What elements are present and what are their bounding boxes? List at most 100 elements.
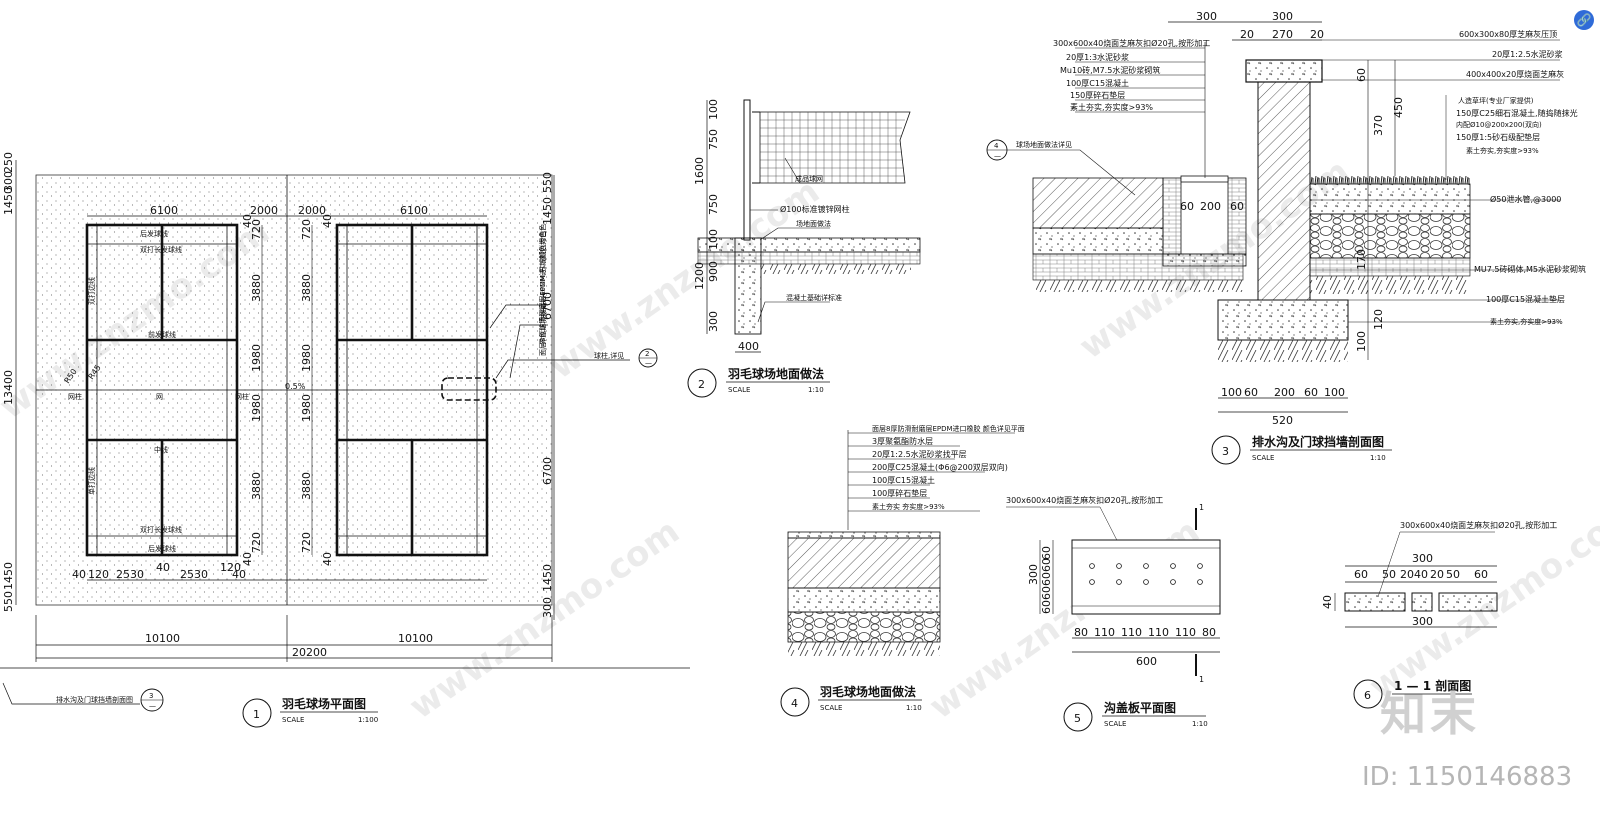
- artificial-turf: [1310, 176, 1470, 184]
- asset-id-label: ID: 1150146883: [1362, 762, 1573, 792]
- watermark-text: www.znzmo.com: [542, 171, 827, 387]
- share-button[interactable]: 🔗: [1574, 10, 1594, 30]
- plan-bottom-dims: 40 120 2530 40 2530 120 40 10100 10100 2…: [35, 561, 553, 662]
- court-label: 网柱: [68, 392, 82, 401]
- court-label: 前发球线: [148, 330, 176, 339]
- dim-label: 1600: [693, 157, 706, 185]
- detail-ref-number: 3: [149, 692, 153, 700]
- scale-label: SCALE: [728, 386, 750, 394]
- note-text: 面层8厚防滑耐磨层EPDM进口橡胶 颜色详见平面: [872, 424, 1025, 433]
- concrete-layer: [1032, 227, 1164, 255]
- soil-layer: [1310, 276, 1470, 294]
- callout-leader: [2, 682, 140, 705]
- title-circle: [780, 687, 810, 717]
- dim-label: 60: [1040, 546, 1053, 560]
- dim-label: 80: [1202, 626, 1216, 639]
- plan-top-dims: 6100 2000 2000 6100: [87, 204, 487, 217]
- title-number: 4: [791, 697, 798, 710]
- detail-3-drain-wall: 300 300 20 270 20 300x600x40烧面芝麻灰扣Ø20孔,按…: [986, 10, 1586, 465]
- detail-ref-number: 2: [645, 350, 649, 358]
- dim-label: 60: [1230, 200, 1244, 213]
- note-text: 400x400x20厚烧面芝麻灰: [1466, 69, 1564, 79]
- note-text: 界色球场线宽为40MM,界线颜色为白色: [538, 224, 547, 345]
- ref-label: 球场地面做法详见: [1016, 140, 1072, 149]
- court-label: 双打边线: [87, 277, 96, 305]
- note-text: 素土夯实 夯实度>93%: [872, 502, 945, 511]
- title-circle: [1063, 702, 1093, 732]
- dim-label: 60: [1355, 68, 1368, 82]
- dim-label: 60: [1354, 568, 1368, 581]
- note-text: 300x600x40烧面芝麻灰扣Ø20孔,按形加工: [1400, 520, 1557, 530]
- dim-label: 300: [1027, 564, 1040, 585]
- detail-6-section: 300x600x40烧面芝麻灰扣Ø20孔,按形加工 300 60 50 20 4…: [1321, 520, 1557, 709]
- wall-coping: [1245, 59, 1323, 83]
- dim-label: 720: [300, 532, 313, 553]
- dim-label: 1450: [2, 562, 15, 590]
- court-label: 网柱: [235, 392, 249, 401]
- detail-ref-sub: —: [149, 702, 156, 710]
- dim-label: 40: [232, 568, 246, 581]
- dim-label: 40: [241, 552, 254, 566]
- soil-layer: [788, 642, 940, 656]
- dim-label: 750: [707, 129, 720, 150]
- note-text: 200厚C25混凝土(Φ6@200双层双向): [872, 462, 1008, 472]
- note-text: 混凝土基础详标准: [786, 293, 842, 302]
- note-text: 素土夯实,夯实度>93%: [1466, 146, 1539, 155]
- detail-4-floor-section: 面层8厚防滑耐磨层EPDM进口橡胶 颜色详见平面 3厚聚氨酯防水层 20厚1:2…: [780, 424, 1025, 717]
- dim-label: 600: [1136, 655, 1157, 668]
- dim-label: 200: [1200, 200, 1221, 213]
- note-text: 人造草坪(专业厂家提供): [1458, 96, 1534, 105]
- note-text: Ø100标准镀锌网柱: [780, 204, 850, 214]
- dim-label: 100: [1355, 331, 1368, 352]
- dim-label: 110: [1175, 626, 1196, 639]
- dim-label: 60: [1040, 600, 1053, 614]
- concrete-footing: [734, 237, 762, 335]
- dim-label: 550: [541, 172, 554, 193]
- dim-label: 720: [250, 532, 263, 553]
- dim-label: 10100: [398, 632, 433, 645]
- dim-label: 50: [1382, 568, 1396, 581]
- drawing-title: 1 — 1 剖面图: [1394, 678, 1471, 693]
- dim-label: 120: [220, 561, 241, 574]
- net-post: [743, 99, 751, 241]
- dim-label: 60: [1474, 568, 1488, 581]
- base-layer: [697, 251, 921, 265]
- dim-label: 100: [707, 229, 720, 250]
- drain-holes: [1089, 563, 1203, 585]
- court-label: 单打边线: [87, 467, 96, 495]
- dim-label: 60: [1180, 200, 1194, 213]
- base-layer: [1309, 257, 1471, 277]
- dim-label: 40: [1414, 568, 1428, 581]
- plan-left-dims: 1450 300 250 13400 1450 550: [2, 152, 17, 612]
- dim-label: 120: [1372, 309, 1385, 330]
- right-court-thin-lines: [287, 225, 552, 555]
- dim-label: 60: [1040, 572, 1053, 586]
- dim-label: 1980: [250, 344, 263, 372]
- dim-label: 400: [738, 340, 759, 353]
- net-post-callout: [441, 377, 497, 401]
- callout-text: 排水沟及门球挡墙剖面图: [56, 695, 133, 704]
- dim-label: 2000: [250, 204, 278, 217]
- note-text: 150厚碎石垫层: [1070, 90, 1125, 100]
- title-number: 3: [1222, 445, 1229, 458]
- dim-label: 110: [1148, 626, 1169, 639]
- note-text: Ø50泄水管,@3000: [1490, 194, 1561, 204]
- drawing-title: 羽毛球场地面做法: [728, 366, 824, 381]
- dim-label: 370: [1372, 115, 1385, 136]
- dim-label: 80: [1074, 626, 1088, 639]
- detail-ref-sub: —: [645, 359, 652, 367]
- dim-label: 3880: [250, 472, 263, 500]
- dim-label: 40: [321, 552, 334, 566]
- court-label: 后发球线: [148, 544, 176, 553]
- scale-value: 1:10: [808, 386, 824, 394]
- dim-label: 1980: [300, 344, 313, 372]
- surface-layer: [697, 237, 921, 253]
- left-court-thin-lines: [36, 225, 287, 555]
- court-label: 双打长发球线: [140, 525, 182, 534]
- note-text: Mu10砖,M7.5水泥砂浆砌筑: [1060, 65, 1160, 75]
- dim-label: 6100: [400, 204, 428, 217]
- scale-label: SCALE: [1252, 454, 1274, 462]
- gravel-layer: [787, 611, 941, 643]
- dim-label: 1450: [541, 197, 554, 225]
